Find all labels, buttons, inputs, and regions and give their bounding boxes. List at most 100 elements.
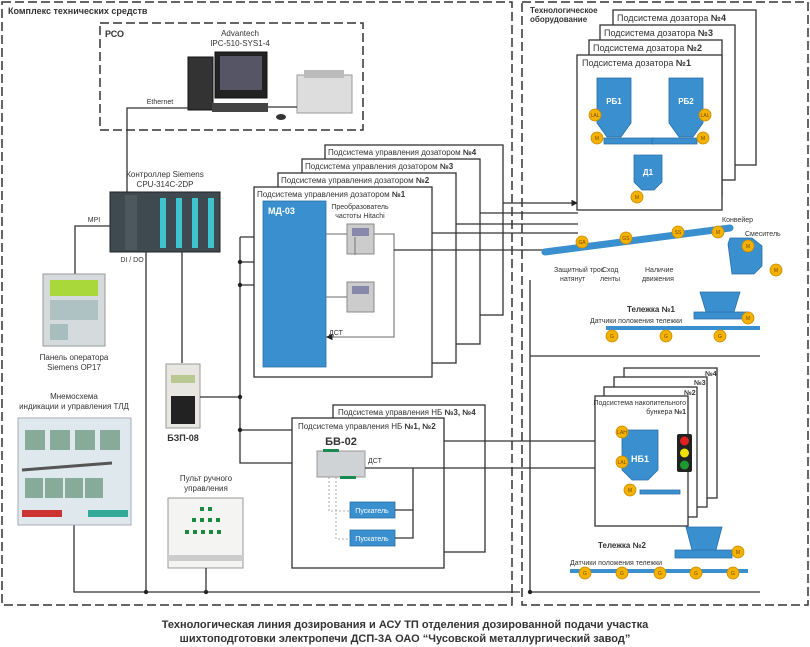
technical-complex-frame <box>1 1 513 606</box>
sensor-label: G <box>718 334 722 340</box>
manual-control-panel-icon <box>167 497 244 569</box>
sensor-m <box>769 263 783 277</box>
sensor-label: M <box>628 488 632 494</box>
rso-frame <box>99 22 364 131</box>
sensor-label: G <box>610 334 614 340</box>
doser-d1 <box>633 154 663 191</box>
starter-1-label: Пускатель <box>355 508 389 515</box>
nb1-hopper <box>621 429 681 495</box>
sensor-m <box>630 190 644 204</box>
cart1-sensors-label: Датчики положения тележки <box>590 318 682 325</box>
sensor-g <box>578 566 592 580</box>
sensor-label: M <box>595 136 599 142</box>
sensor-lal <box>615 455 629 469</box>
caption-line-1: Технологическая линия дозирования и АСУ … <box>162 619 649 631</box>
sensor-label: G <box>658 571 662 577</box>
tech-equipment-frame <box>521 1 809 606</box>
mpi-line <box>74 225 110 274</box>
technical-complex-title: Комплекс технических средств <box>8 6 148 16</box>
sensor-label: GA <box>578 240 586 246</box>
sensor-g <box>653 566 667 580</box>
hopper-rb1 <box>596 77 655 145</box>
sensor-label: M <box>635 195 639 201</box>
bottom-bus-line <box>73 525 520 593</box>
starter-2-label: Пускатель <box>355 536 389 543</box>
bzp08-device-icon <box>165 363 201 429</box>
sensor-label: G <box>694 571 698 577</box>
hopper-rb2 <box>651 77 704 145</box>
sensor-m <box>623 483 637 497</box>
belt-label-2: ленты <box>600 276 620 283</box>
sensor-ss <box>671 225 685 239</box>
motion-label-2: движения <box>642 276 674 283</box>
sensor-label: M <box>774 268 778 274</box>
mnemonic-board-icon <box>17 417 132 526</box>
rb2-label: РБ2 <box>678 97 694 106</box>
cart2-sensors-label: Датчики положения тележки <box>570 560 662 567</box>
operator-panel-label: Панель оператора <box>40 353 109 362</box>
sensor-label: M <box>746 316 750 322</box>
inverter-lines <box>326 233 395 337</box>
nb-subsystem-1-2-title: Подсистема управления НБ №1, №2 <box>298 422 436 431</box>
sensor-lal <box>698 108 712 122</box>
computer-model: IPC-510-SYS1-4 <box>210 39 270 48</box>
svg-text:Подсистема управления дозаторо: Подсистема управления дозатором №3 <box>305 162 454 171</box>
sensor-g <box>689 566 703 580</box>
sensor-label: LAL <box>618 460 627 466</box>
svg-text:№2: №2 <box>684 389 696 397</box>
rso-title: РСО <box>105 29 124 39</box>
bv02-device-icon <box>316 449 366 479</box>
d1-label: Д1 <box>643 168 654 177</box>
manual-panel-label: Пульт ручного <box>180 474 233 483</box>
sensor-label: GS <box>622 236 630 242</box>
sensor-ga <box>575 235 589 249</box>
mnemo-label-2: индикации и управления ТЛД <box>19 402 129 411</box>
nb1-label: НБ1 <box>631 454 649 464</box>
dst-label: ДСТ <box>329 330 344 337</box>
control-to-doser-lines <box>394 203 578 251</box>
computer-label: Advantech <box>221 29 259 38</box>
ethernet-line <box>126 107 190 192</box>
sensor-m <box>590 131 604 145</box>
sensor-m <box>696 131 710 145</box>
inverter-label: Преобразователь <box>331 203 389 211</box>
md03-block <box>262 200 327 368</box>
sensor-label: G <box>664 334 668 340</box>
sensor-lah <box>615 425 629 439</box>
sensor-g <box>615 566 629 580</box>
cart1-label: Тележка №1 <box>627 305 676 314</box>
dido-label: DI / DO <box>120 257 144 264</box>
sensor-m <box>711 225 725 239</box>
caption-line-2: шихтоподготовки электропечи ДСП-3А ОАО “… <box>180 633 631 645</box>
svg-text:№4: №4 <box>705 370 717 378</box>
svg-text:Подсистема управления дозаторо: Подсистема управления дозатором №2 <box>281 176 430 185</box>
svg-text:Подсистема дозатора №2: Подсистема дозатора №2 <box>593 43 702 53</box>
sensor-label: G <box>583 571 587 577</box>
mnemo-label: Мнемосхема <box>50 392 98 401</box>
right-bus-lines <box>529 280 760 593</box>
sensor-m <box>741 311 755 325</box>
bzp-label: БЗП-08 <box>167 433 198 443</box>
traffic-light-icon <box>677 434 692 472</box>
control-bus-branches <box>240 236 292 431</box>
operator-panel-icon <box>42 273 106 347</box>
cart2-icon <box>674 526 733 559</box>
sensor-label: M <box>701 136 705 142</box>
sensor-gs <box>619 231 633 245</box>
controller-model: CPU-314C-2DP <box>137 180 194 189</box>
computer-icon <box>187 51 286 120</box>
controller-label: Контроллер Siemens <box>126 170 204 179</box>
frequency-inverter-icon <box>346 223 375 313</box>
sensor-label: LAL <box>591 113 600 119</box>
motion-label: Наличие <box>645 267 674 274</box>
control-bus-line <box>239 237 317 464</box>
mpi-label: MPI <box>88 217 101 224</box>
sensor-m <box>741 239 755 253</box>
svg-text:Подсистема накопительного: Подсистема накопительного <box>593 400 686 407</box>
svg-text:Подсистема дозатора №4: Подсистема дозатора №4 <box>617 13 726 23</box>
svg-text:Подсистема дозатора №3: Подсистема дозатора №3 <box>604 28 713 38</box>
tech-equipment-title-2: оборудование <box>530 15 588 24</box>
inverter-label-2: частоты Hitachi <box>335 213 385 220</box>
rb1-label: РБ1 <box>606 97 622 106</box>
